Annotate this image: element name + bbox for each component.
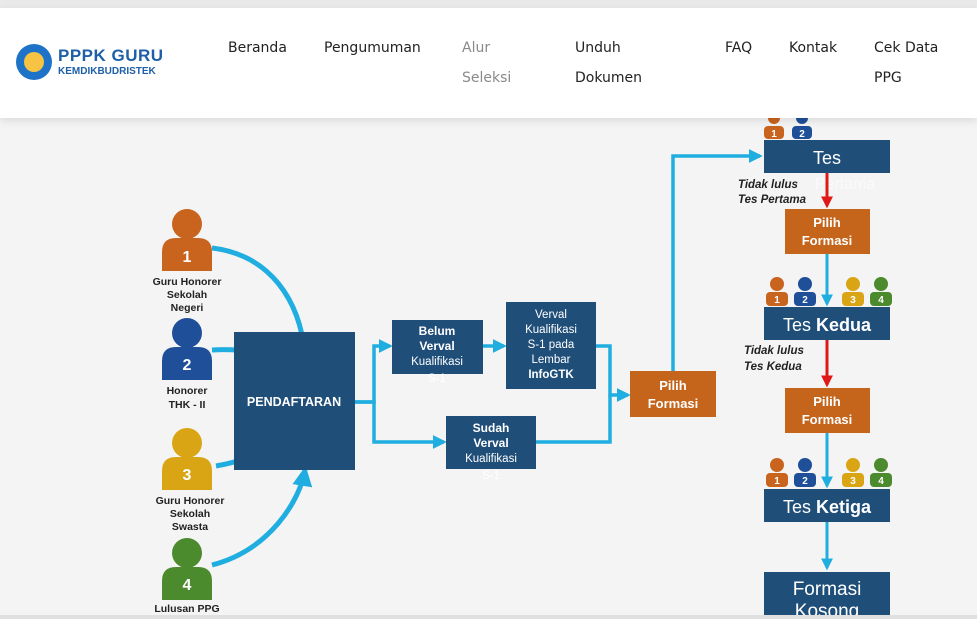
tes-kedua-box [764,307,890,340]
person-2-label-line1: Honorer [167,385,208,397]
pendaftaran-box [234,332,355,470]
arrow-pilih-to-tes-pertama [671,149,763,371]
verval-line4: Lembar [532,354,571,366]
tidak-lulus-1-line1: Tidak lulus [738,179,798,191]
person-3-number: 3 [183,467,192,484]
sudah-line3: Kualifikasi [465,453,517,465]
nav-alur-seleksi[interactable]: Alur Seleksi [462,40,512,86]
formasi-kosong-line2: Kosong [795,601,859,619]
person-3-label-line2: Sekolah [170,508,210,520]
tes-pertama-box [764,140,890,173]
person-4: 4 Lulusan PPG [154,538,220,615]
site-header: PPPK GURU KEMDIKBUDRISTEK Beranda Pengum… [0,8,977,118]
arrow-verval-to-pilih [596,344,631,402]
tkt-num1: 1 [774,476,780,487]
nav-cek-data-ppg[interactable]: Cek Data PPG [874,40,939,86]
brand-subtitle: KEMDIKBUDRISTEK [58,66,156,77]
arrow-sudah-to-pilih [536,395,612,444]
kemdikbud-logo-icon[interactable] [16,44,52,80]
pilih-formasi-2-line2: Formasi [802,233,853,248]
tp-num1: 1 [771,129,777,140]
tes-pertama-label: Tes [813,148,841,168]
tidak-lulus-2-line1: Tidak lulus [744,345,804,357]
pilih-formasi-main-line2: Formasi [648,396,699,411]
tes-pertama-participants: 1 2 [764,118,812,140]
nav-faq[interactable]: FAQ [725,40,753,56]
alur-seleksi-diagram-area: 1 Guru Honorer Sekolah Negeri 2 Honorer … [0,118,977,619]
tes-kedua-participants: 1 2 3 4 [766,277,892,306]
verval-line5: InfoGTK [528,369,574,381]
tkt-num2: 2 [802,476,808,487]
pilih-formasi-main-box [630,371,716,417]
nav-beranda[interactable]: Beranda [228,40,287,56]
tes-pertama-hidden-word: Pertama [815,176,876,193]
alur-seleksi-diagram: 1 Guru Honorer Sekolah Negeri 2 Honorer … [153,118,892,619]
belum-verval-box [392,320,483,374]
tk-num1: 1 [774,295,780,306]
sudah-line4: S-1 [482,470,500,482]
browser-bottom-strip [0,615,977,619]
tes-kedua-label: Tes Kedua [783,315,872,335]
tk-num2: 2 [802,295,808,306]
belum-line3: Kualifikasi [411,356,463,368]
person-2-number: 2 [183,357,192,374]
formasi-kosong-box [764,572,890,619]
person-1-label-line3: Negeri [171,302,204,314]
arrow-to-belum [355,339,393,404]
verval-line3: S-1 pada [528,339,575,351]
person-2-label-line2: THK - II [169,399,206,411]
tes-ketiga-box [764,489,890,522]
person-1: 1 Guru Honorer Sekolah Negeri [153,209,222,314]
sudah-line2: Verval [473,436,508,450]
pilih-formasi-2-box [785,209,870,254]
pilih-formasi-2-line1: Pilih [813,215,841,230]
tes-ketiga-label: Tes Ketiga [783,497,872,517]
person-1-label-line1: Guru Honorer [153,276,222,288]
nav-pengumuman[interactable]: Pengumuman [324,40,421,56]
nav-unduh-dokumen[interactable]: Unduh Dokumen [575,40,643,86]
arrow-person4 [211,466,313,568]
tkt-num3: 3 [850,476,856,487]
tk-num4: 4 [878,295,884,306]
person-1-label-line2: Sekolah [167,289,207,301]
arrow-to-sudah [355,400,447,449]
formasi-kosong-line1: Formasi [793,579,862,600]
person-2: 2 Honorer THK - II [162,318,212,411]
verval-line2: Kualifikasi [525,324,577,336]
browser-top-strip [0,0,977,8]
person-4-label: Lulusan PPG [154,603,219,615]
sudah-line1: Sudah [473,421,510,435]
pilih-formasi-3-line1: Pilih [813,394,841,409]
belum-line4: S-1 [428,373,446,385]
person-4-number: 4 [183,577,192,594]
person-3-label-line1: Guru Honorer [156,495,225,507]
belum-line1: Belum [419,324,456,338]
pilih-formasi-3-line2: Formasi [802,412,853,427]
belum-line2: Verval [419,339,454,353]
tes-ketiga-participants: 1 2 3 4 [766,458,892,487]
person-1-number: 1 [183,249,192,266]
tp-num2: 2 [799,129,805,140]
verval-line1: Verval [535,309,567,321]
tidak-lulus-2-line2: Tes Kedua [744,361,802,373]
nav-kontak[interactable]: Kontak [789,40,838,56]
tkt-num4: 4 [878,476,884,487]
pilih-formasi-3-box [785,388,870,433]
pilih-formasi-main-line1: Pilih [659,378,687,393]
verval-infogtk-box [506,302,596,389]
tidak-lulus-1-line2: Tes Pertama [738,194,807,206]
tk-num3: 3 [850,295,856,306]
person-3: 3 Guru Honorer Sekolah Swasta [156,428,225,533]
brand-title[interactable]: PPPK GURU [58,46,164,65]
sudah-verval-box [446,416,536,469]
pendaftaran-label: PENDAFTARAN [247,395,341,409]
person-3-label-line3: Swasta [172,521,208,533]
